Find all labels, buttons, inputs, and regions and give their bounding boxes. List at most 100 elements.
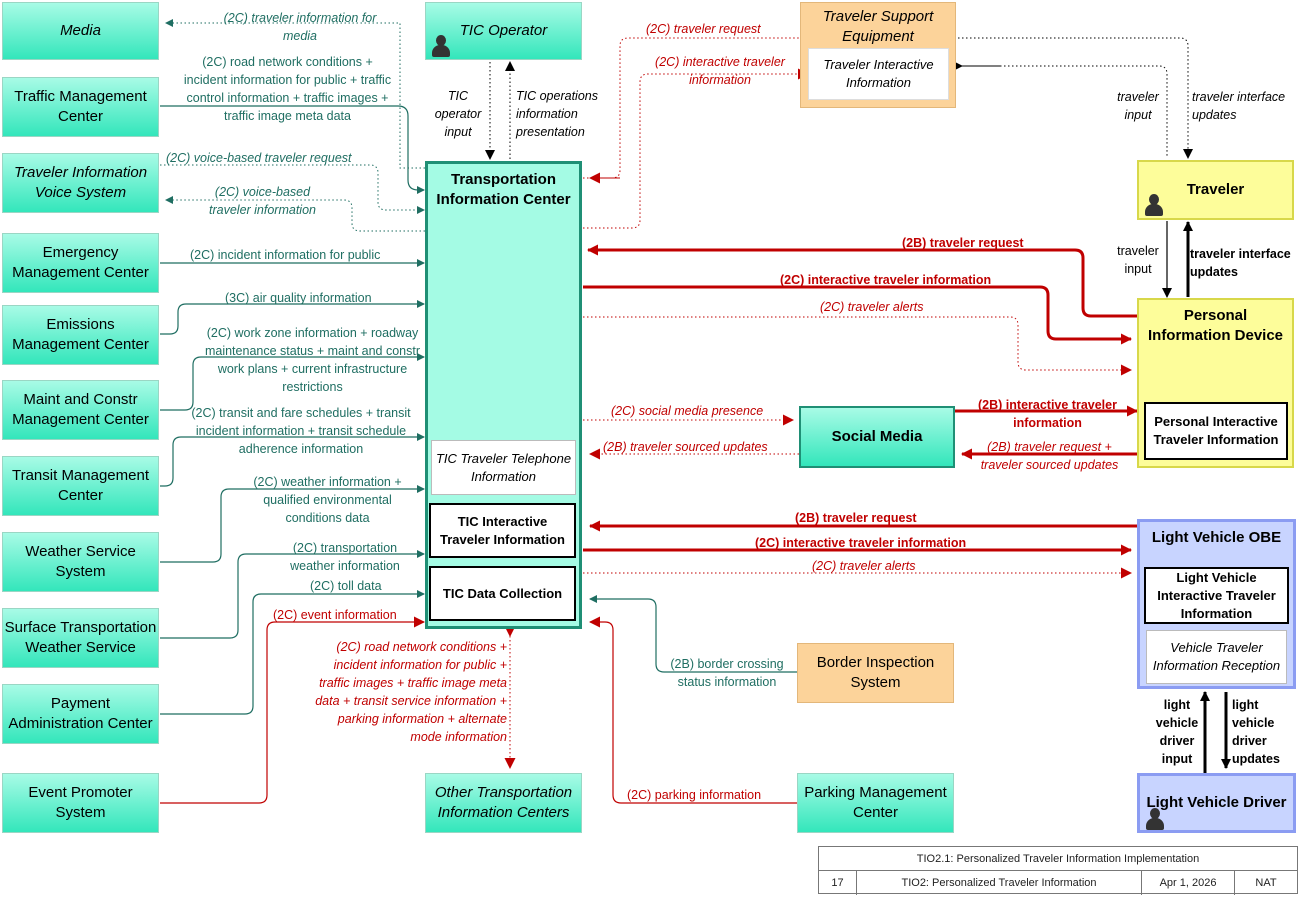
node-label: Transit Management Center (11, 467, 149, 504)
node-label: Traveler Information Voice System (13, 164, 148, 201)
label-traveler-updates-1: traveler interface updates (1192, 90, 1286, 122)
node-emergency[interactable]: Emergency Management Center (2, 233, 159, 293)
flow-transit (160, 433, 425, 487)
pid-interactive-info[interactable]: Personal Interactive Traveler Informatio… (1144, 402, 1288, 460)
flow-payment (160, 590, 425, 715)
label-voice-info: (2C) voice-based traveler information (209, 185, 316, 217)
label-surface-wx: (2C) transportation weather information (290, 541, 400, 573)
node-social-media[interactable]: Social Media (799, 406, 955, 468)
label-air-quality: (3C) air quality information (225, 291, 372, 305)
node-label: Surface Transportation Weather Service (4, 619, 157, 656)
node-label: Event Promoter System (28, 784, 133, 821)
label-operator-presentation: TIC operations information presentation (516, 89, 598, 139)
footer-code: NAT (1255, 877, 1277, 889)
label-pid-request: (2B) traveler request (902, 236, 1024, 250)
node-label: Personal Interactive Traveler Informatio… (1153, 414, 1279, 447)
flow-event (160, 616, 425, 804)
label-border: (2B) border crossing status information (670, 657, 784, 689)
node-voice-system[interactable]: Traveler Information Voice System (2, 153, 159, 213)
label-lv-alerts: (2C) traveler alerts (812, 559, 916, 573)
node-label: Weather Service System (25, 543, 136, 580)
node-label: Traveler Support Equipment (822, 8, 934, 45)
flow-surface-weather (160, 550, 425, 639)
label-pid-interactive: (2C) interactive traveler information (780, 273, 992, 287)
lv-reception[interactable]: Vehicle Traveler Information Reception (1146, 630, 1287, 684)
node-label: Light Vehicle Driver (1146, 794, 1287, 811)
node-label: Maint and Constr Management Center (12, 391, 149, 428)
label-transit-info: (2C) transit and fare schedules + transi… (191, 406, 411, 456)
node-label: Traveler Interactive Information (823, 57, 934, 90)
node-label: Media (60, 22, 101, 39)
label-pid-alerts: (2C) traveler alerts (820, 300, 924, 314)
label-emergency-info: (2C) incident information for public (190, 248, 381, 262)
node-label: Parking Management Center (804, 784, 947, 821)
node-maint-constr[interactable]: Maint and Constr Management Center (2, 380, 159, 440)
flow-traveler-updates-1 (958, 37, 1193, 159)
label-toll-data: (2C) toll data (310, 579, 382, 593)
label-social-updates: (2B) traveler sourced updates (603, 440, 768, 454)
label-social-pid-interactive: (2B) interactive traveler information (978, 398, 1117, 430)
label-lv-request: (2B) traveler request (795, 511, 917, 525)
label-maint-info: (2C) work zone information + roadway mai… (204, 326, 421, 394)
flow-media (165, 19, 425, 169)
node-event-promoter[interactable]: Event Promoter System (2, 773, 159, 833)
footer-page: 17 (819, 871, 857, 895)
node-surface-weather[interactable]: Surface Transportation Weather Service (2, 608, 159, 668)
node-label: Personal Information Device (1147, 307, 1284, 344)
node-traffic-management[interactable]: Traffic Management Center (2, 77, 159, 137)
tic-telephone-info[interactable]: TIC Traveler Telephone Information (431, 440, 576, 495)
node-label: Emissions Management Center (12, 316, 149, 353)
node-transit[interactable]: Transit Management Center (2, 456, 159, 516)
node-label: Emergency Management Center (12, 244, 149, 281)
footer-date: Apr 1, 2026 (1142, 871, 1235, 895)
flow-weather (160, 485, 425, 563)
support-interactive-info[interactable]: Traveler Interactive Information (808, 48, 949, 100)
flow-voice-request (160, 164, 425, 214)
node-label: TIC Traveler Telephone Information (435, 450, 572, 484)
node-other-tic[interactable]: Other Transportation Information Centers (425, 773, 582, 833)
label-traveler-input-1: traveler input (1117, 90, 1159, 122)
label-traveler-input-2: traveler input (1117, 244, 1159, 276)
title-block: TIO2.1: Personalized Traveler Informatio… (818, 846, 1298, 895)
node-label: Transportation Information Center (436, 171, 571, 208)
node-label: Border Inspection System (816, 654, 935, 691)
person-icon (432, 35, 450, 57)
label-driver-input: light vehicle driver input (1155, 698, 1199, 766)
label-operator-input: TIC operator input (434, 89, 482, 139)
tic-data-collection[interactable]: TIC Data Collection (429, 566, 576, 621)
person-icon (1146, 808, 1164, 830)
node-tic-operator[interactable]: TIC Operator (425, 2, 582, 60)
label-parking: (2C) parking information (627, 788, 762, 802)
label-driver-updates: light vehicle driver updates (1232, 698, 1280, 766)
node-label: Vehicle Traveler Information Reception (1152, 640, 1281, 673)
label-media-info: (2C) traveler information for media (223, 11, 377, 43)
node-label: Light Vehicle Interactive Traveler Infor… (1157, 569, 1276, 621)
lv-interactive-info[interactable]: Light Vehicle Interactive Traveler Infor… (1144, 567, 1289, 624)
node-label: Traffic Management Center (14, 88, 147, 125)
flow-maint (160, 353, 425, 411)
label-voice-request: (2C) voice-based traveler request (166, 151, 352, 165)
flow-pid-interactive (583, 285, 1132, 345)
node-traveler[interactable]: Traveler (1137, 160, 1294, 220)
label-social-presence: (2C) social media presence (611, 404, 764, 418)
node-media[interactable]: Media (2, 2, 159, 60)
flow-emissions (160, 300, 425, 335)
flow-support-interactive (583, 68, 809, 229)
flow-border (589, 595, 797, 673)
node-emissions[interactable]: Emissions Management Center (2, 305, 159, 365)
node-weather-service[interactable]: Weather Service System (2, 532, 159, 592)
node-parking[interactable]: Parking Management Center (797, 773, 954, 833)
person-icon (1145, 194, 1163, 216)
node-border-inspection[interactable]: Border Inspection System (797, 643, 954, 703)
node-payment[interactable]: Payment Administration Center (2, 684, 159, 744)
node-lv-driver[interactable]: Light Vehicle Driver (1137, 773, 1296, 833)
node-label: Payment Administration Center (8, 695, 153, 732)
node-label: TIC Interactive Traveler Information (440, 513, 565, 547)
tic-interactive-info[interactable]: TIC Interactive Traveler Information (429, 503, 576, 558)
label-other-tic: (2C) road network conditions + incident … (315, 640, 507, 744)
node-tic[interactable]: Transportation Information Center (425, 161, 582, 629)
label-traveler-updates-2: traveler interface updates (1190, 247, 1291, 279)
node-label: TIC Operator (459, 22, 548, 39)
